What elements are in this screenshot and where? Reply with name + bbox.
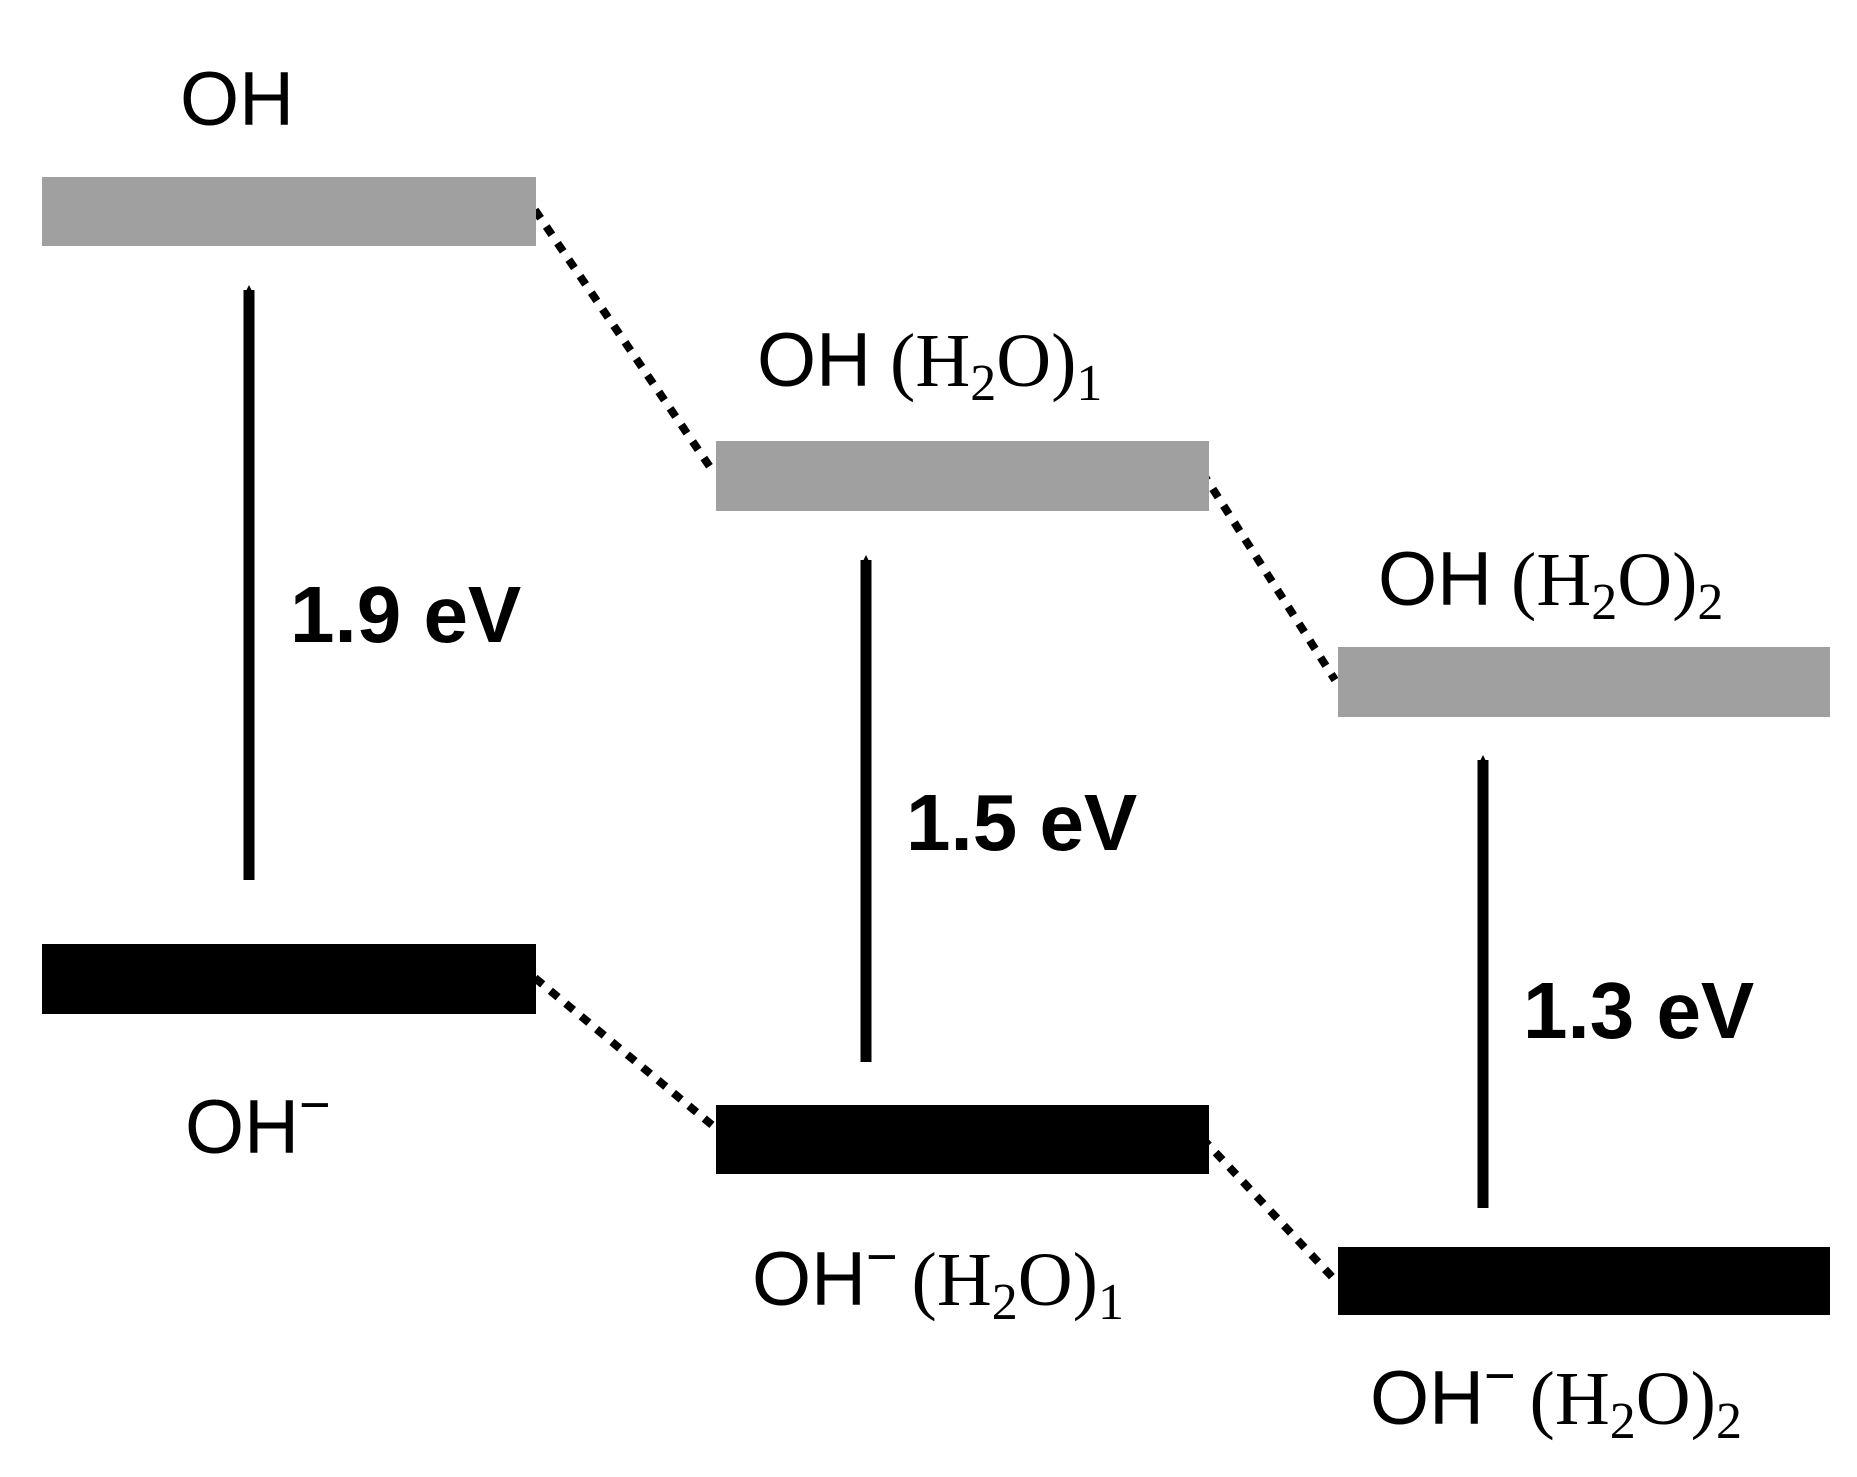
transition-label-1: 1.5 eV — [906, 778, 1137, 867]
level-anion-oh — [42, 944, 536, 1014]
label-neutral-oh-h2o-2: OH (H2O)2 — [1378, 537, 1723, 631]
level-neutral-oh-h2o-1 — [716, 441, 1209, 511]
label-neutral-oh-h2o-1: OH (H2O)1 — [757, 318, 1102, 412]
connector-neutral-1-2 — [1198, 469, 1339, 683]
level-anion-oh-h2o-1 — [716, 1105, 1209, 1174]
transition-label-0: 1.9 eV — [290, 570, 521, 659]
connector-anion-0-1 — [532, 974, 715, 1129]
level-neutral-oh-h2o-2 — [1338, 647, 1830, 717]
connector-anion-1-2 — [1199, 1135, 1338, 1283]
level-anion-oh-h2o-2 — [1338, 1247, 1830, 1315]
label-neutral-oh: OH — [180, 57, 294, 142]
label-anion-oh: OH− — [185, 1075, 331, 1170]
connector-neutral-0-1 — [531, 207, 716, 473]
transition-label-2: 1.3 eV — [1523, 966, 1754, 1055]
level-neutral-oh — [42, 177, 536, 246]
label-anion-oh-h2o-1: OH−(H2O)1 — [752, 1227, 1124, 1331]
label-anion-oh-h2o-2: OH−(H2O)2 — [1370, 1346, 1742, 1450]
